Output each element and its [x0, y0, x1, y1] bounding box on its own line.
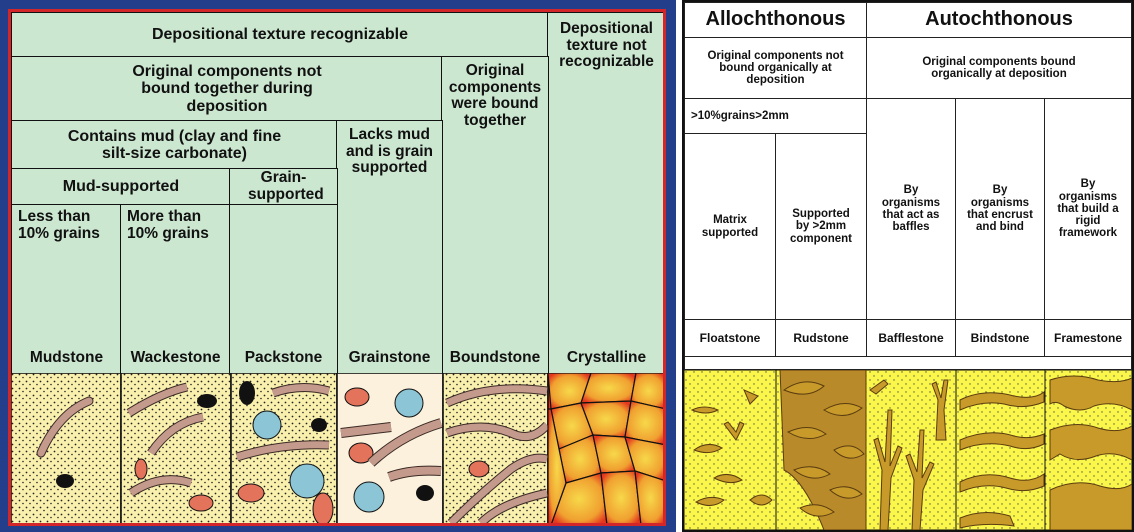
dunham-classification-panel: Depositional texture recognizable Deposi… — [0, 0, 676, 532]
boundstone-label: Boundstone — [441, 349, 549, 367]
grain-supported-cell: Grain-supported — [229, 168, 338, 206]
desc-floatstone: Matrix supported — [684, 133, 776, 320]
mudstone-label: Mudstone — [11, 349, 122, 367]
crystalline-label: Crystalline — [547, 349, 666, 367]
header-recognizable: Depositional texture recognizable — [11, 12, 549, 58]
desc-rudstone: Supported by >2mm component — [775, 133, 867, 320]
floatstone-label: Floatstone — [684, 319, 776, 357]
wackestone-label: Wackestone — [120, 349, 231, 367]
bound-cell: Original components bound organically at… — [866, 37, 1132, 99]
bafflestone-label: Bafflestone — [866, 319, 956, 357]
embry-klovan-illustrations — [684, 370, 1132, 530]
header-not-recognizable: Depositional texture not recognizable — [547, 12, 666, 375]
bound-cell: Original components were bound together — [441, 56, 549, 375]
packstone-label: Packstone — [229, 349, 338, 367]
grains-cell: >10%grains>2mm — [684, 98, 867, 134]
dunham-chart: Depositional texture recognizable Deposi… — [8, 9, 666, 526]
grainstone-label: Grainstone — [336, 349, 443, 367]
allochthonous-header: Allochthonous — [684, 2, 867, 38]
desc-bafflestone: By organisms that act as baffles — [866, 98, 956, 320]
contains-mud-cell: Contains mud (clay and fine silt-size ca… — [11, 120, 338, 170]
embry-klovan-panel: Allochthonous Autochthonous Original com… — [682, 0, 1134, 532]
bindstone-label: Bindstone — [955, 319, 1045, 357]
rudstone-label: Rudstone — [775, 319, 867, 357]
desc-bindstone: By organisms that encrust and bind — [955, 98, 1045, 320]
desc-framestone: By organisms that build a rigid framewor… — [1044, 98, 1132, 320]
framestone-label: Framestone — [1044, 319, 1132, 357]
not-bound-cell: Original components not bound organicall… — [684, 37, 867, 99]
not-bound-cell: Original components not bound together d… — [11, 56, 443, 122]
lacks-mud-cell: Lacks mud and is grain supported — [336, 120, 443, 375]
mud-supported-cell: Mud-supported — [11, 168, 231, 206]
dunham-texture-illustrations — [11, 373, 666, 526]
autochthonous-header: Autochthonous — [866, 2, 1132, 38]
spacer-row — [684, 356, 1132, 370]
